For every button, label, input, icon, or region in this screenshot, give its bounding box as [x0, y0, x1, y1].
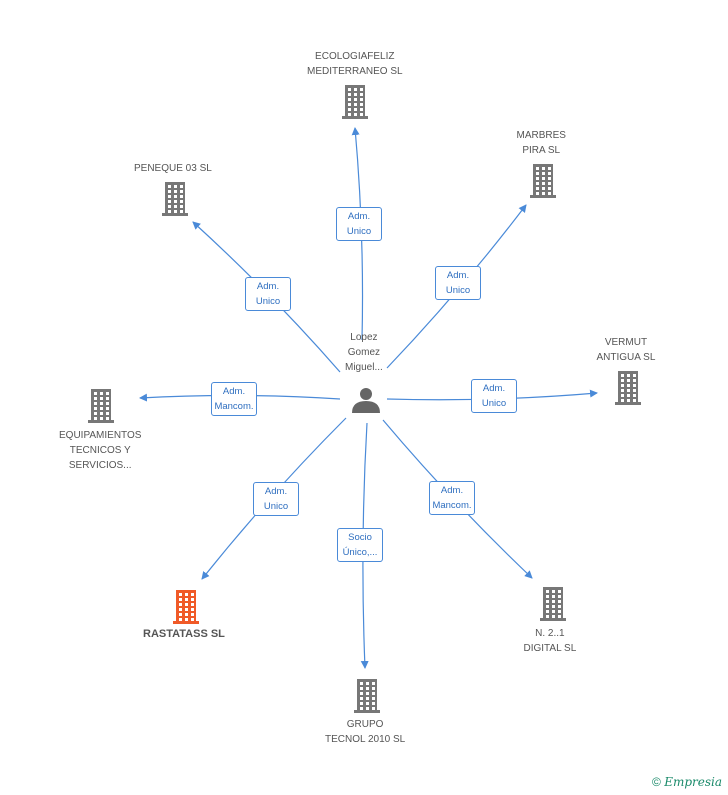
badge-line: Mancom.: [214, 401, 254, 412]
badge-line: Adm.: [347, 211, 371, 222]
badge-line: Adm.: [440, 485, 464, 496]
badge-line: Adm.: [482, 383, 506, 394]
label-line: TECNICOS Y: [69, 445, 131, 456]
badge-line: Adm.: [446, 270, 470, 281]
label-line: RASTATASS SL: [143, 628, 225, 640]
label-line: ANTIGUA SL: [596, 352, 656, 363]
label-line: DIGITAL SL: [523, 643, 577, 654]
label-line: TECNOL 2010 SL: [325, 734, 406, 745]
label-line: GRUPO: [346, 719, 384, 730]
badge-line: Unico: [255, 296, 281, 307]
copyright: © Empresia: [652, 775, 722, 789]
relation-badge-ecologia[interactable]: Adm. Unico: [336, 207, 382, 241]
copyright-symbol: ©: [652, 775, 661, 789]
badge-line: Único,...: [342, 547, 378, 558]
company-label-peneque[interactable]: PENEQUE 03 SL: [134, 161, 212, 176]
relation-badge-n21[interactable]: Adm. Mancom.: [429, 481, 475, 515]
label-line: PENEQUE 03 SL: [134, 163, 212, 174]
label-line: EQUIPAMIENTOS: [59, 430, 142, 441]
building-icon-vermut[interactable]: [615, 371, 641, 405]
company-label-vermut[interactable]: VERMUT ANTIGUA SL: [597, 335, 656, 365]
building-icon-peneque[interactable]: [162, 182, 188, 216]
company-label-equip[interactable]: EQUIPAMIENTOS TECNICOS Y SERVICIOS...: [59, 428, 141, 473]
relation-badge-equip[interactable]: Adm. Mancom.: [211, 382, 257, 416]
building-icon-equip[interactable]: [88, 389, 114, 423]
label-line: Gomez: [347, 347, 381, 358]
badge-line: Adm.: [222, 386, 246, 397]
badge-line: Unico: [346, 226, 372, 237]
company-label-rastatass[interactable]: RASTATASS SL: [143, 627, 225, 642]
label-line: SERVICIOS...: [68, 460, 132, 471]
label-line: VERMUT: [604, 337, 648, 348]
company-label-ecologia[interactable]: ECOLOGIAFELIZ MEDITERRANEO SL: [307, 49, 403, 79]
brand-logo[interactable]: Empresia: [664, 775, 722, 789]
relation-badge-marbres[interactable]: Adm. Unico: [435, 266, 481, 300]
building-icon-marbres[interactable]: [530, 164, 556, 198]
building-icon-n21[interactable]: [540, 587, 566, 621]
company-label-marbres[interactable]: MARBRES PIRA SL: [517, 128, 566, 158]
label-line: MARBRES: [516, 130, 566, 141]
building-icon-ecologia[interactable]: [342, 85, 368, 119]
label-line: MEDITERRANEO SL: [307, 66, 403, 77]
badge-line: Adm.: [264, 486, 288, 497]
badge-line: Unico: [445, 285, 471, 296]
label-line: PIRA SL: [522, 145, 561, 156]
label-line: ECOLOGIAFELIZ: [315, 51, 395, 62]
label-line: Lopez: [350, 332, 378, 343]
building-icon-rastatass[interactable]: [173, 590, 199, 624]
relation-badge-rastatass[interactable]: Adm. Unico: [253, 482, 299, 516]
label-line: Miguel...: [345, 362, 383, 373]
person-icon[interactable]: [352, 388, 380, 413]
badge-line: Adm.: [256, 281, 280, 292]
relation-badge-peneque[interactable]: Adm. Unico: [245, 277, 291, 311]
company-label-grupo[interactable]: GRUPO TECNOL 2010 SL: [325, 717, 405, 747]
badge-line: Unico: [263, 501, 289, 512]
badge-line: Unico: [481, 398, 507, 409]
badge-line: Mancom.: [432, 500, 472, 511]
label-line: N. 2..1: [535, 628, 565, 639]
building-icon-grupo[interactable]: [354, 679, 380, 713]
badge-line: Socio: [348, 532, 372, 543]
relation-badge-vermut[interactable]: Adm. Unico: [471, 379, 517, 413]
